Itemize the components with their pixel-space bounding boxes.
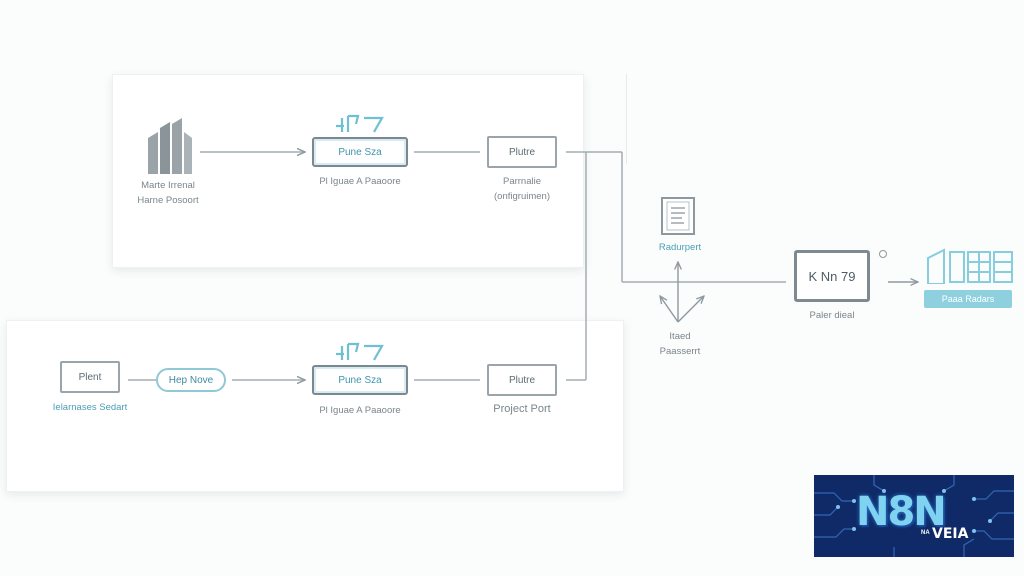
merge-caption: Itaed Paasserrt bbox=[660, 329, 701, 359]
final-output-label: Paaa Radars bbox=[941, 294, 995, 304]
top-output-label: Plutre bbox=[508, 146, 536, 158]
bottom-output-caption: Project Port bbox=[493, 403, 551, 415]
terminal-node[interactable]: K Nn 79 bbox=[794, 250, 870, 302]
terminal-label: K Nn 79 bbox=[808, 268, 856, 284]
doc-caption: Radurpert bbox=[658, 242, 702, 253]
bottom-start-caption: Ielarnases Sedart bbox=[52, 402, 128, 413]
top-output-caption-line-2: (onfigruimen) bbox=[494, 191, 550, 202]
bottom-process-node[interactable]: Pune Sza bbox=[312, 365, 408, 395]
source-caption-line-1: Marte Irrenal bbox=[141, 180, 195, 191]
top-output-node[interactable]: Plutre bbox=[487, 136, 557, 168]
circuit-pattern bbox=[814, 475, 1014, 557]
top-process-caption: Pl Iguae A Paaoore bbox=[319, 176, 401, 187]
merge-caption-line-2: Paasserrt bbox=[659, 346, 701, 357]
top-process-label: Pune Sza bbox=[338, 146, 382, 158]
document-icon bbox=[660, 196, 696, 236]
logo-main-text: N8N bbox=[856, 489, 947, 535]
bottom-process-caption: Pl Iguae A Paaoore bbox=[319, 405, 401, 416]
top-output-caption-line-1: Parrnalie bbox=[502, 176, 542, 187]
n8n-na-veia-logo: N8N NA VEIA bbox=[814, 475, 1014, 557]
source-caption: Marte Irrenal Harne Posoort bbox=[137, 178, 198, 208]
bottom-start-label: Plent bbox=[78, 371, 102, 383]
pipe-glyph-icon bbox=[334, 112, 388, 136]
registered-icon bbox=[878, 246, 888, 258]
top-panel-edge bbox=[580, 74, 627, 164]
terminal-caption: Paler dieal bbox=[809, 310, 855, 321]
bottom-start-node[interactable]: Plent bbox=[60, 361, 120, 393]
source-caption-line-2: Harne Posoort bbox=[137, 195, 199, 206]
top-output-caption: Parrnalie (onfigruimen) bbox=[494, 174, 550, 204]
logo-prefix-text: NA bbox=[921, 530, 930, 536]
final-output-node[interactable]: Paaa Radars bbox=[924, 290, 1012, 308]
bottom-output-label: Plutre bbox=[508, 374, 536, 386]
bottom-pill-node[interactable]: Hep Nove bbox=[156, 368, 226, 392]
arrow-diag-right bbox=[677, 296, 704, 323]
merge-caption-line-1: Itaed bbox=[669, 331, 691, 342]
bottom-pill-label: Hep Nove bbox=[168, 374, 214, 386]
building-grid-icon bbox=[926, 248, 1016, 285]
arrow-diag-left bbox=[660, 296, 679, 323]
bottom-process-label: Pune Sza bbox=[338, 374, 382, 386]
top-process-node[interactable]: Pune Sza bbox=[312, 137, 408, 167]
bottom-workflow-panel bbox=[6, 320, 624, 492]
pipe-glyph-icon bbox=[334, 340, 388, 364]
building-icon bbox=[146, 118, 194, 174]
bottom-output-node[interactable]: Plutre bbox=[487, 364, 557, 396]
logo-suffix-text: VEIA bbox=[932, 526, 969, 542]
